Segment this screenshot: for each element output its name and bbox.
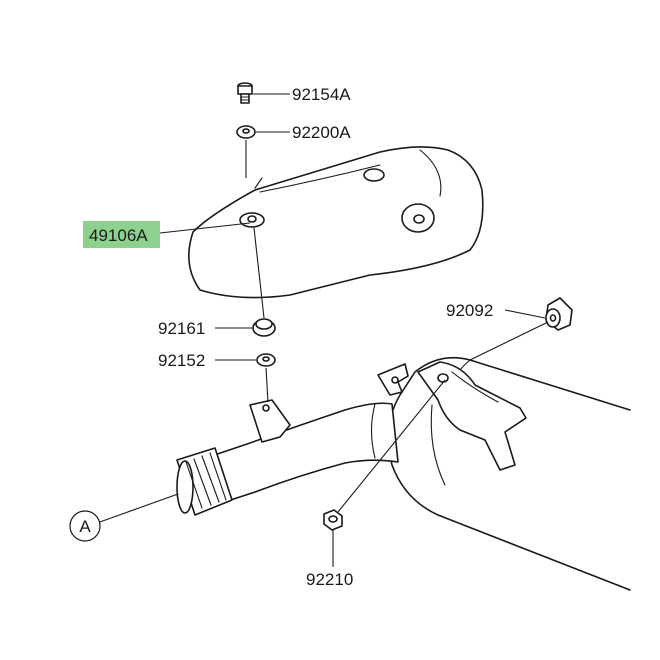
callout-92152: 92152 — [158, 351, 205, 370]
callout-92210: 92210 — [306, 570, 353, 589]
callout-92092: 92092 — [446, 301, 493, 320]
reference-marker-label: A — [79, 517, 91, 536]
leader-lines — [96, 93, 549, 567]
washer-lower-icon — [256, 353, 276, 367]
exhaust-pipe — [184, 363, 409, 511]
muffler — [387, 356, 631, 591]
callout-labels: 92154A 92200A 49106A 92092 92161 92152 9… — [83, 85, 493, 589]
washer-top-icon — [236, 125, 256, 139]
reference-marker: A — [69, 510, 101, 542]
highlight-box — [83, 221, 160, 248]
pipe-joint — [176, 447, 233, 516]
nut-icon — [323, 509, 343, 531]
collar-icon — [252, 318, 276, 337]
grommet-icon — [545, 297, 573, 331]
muffler-bracket — [417, 361, 527, 471]
bolt-icon — [237, 82, 253, 104]
heat-cover — [188, 146, 484, 299]
callout-92161: 92161 — [158, 319, 205, 338]
callout-92200A: 92200A — [292, 123, 351, 142]
callout-49106A: 49106A — [89, 226, 148, 245]
callout-92154A: 92154A — [292, 85, 351, 104]
